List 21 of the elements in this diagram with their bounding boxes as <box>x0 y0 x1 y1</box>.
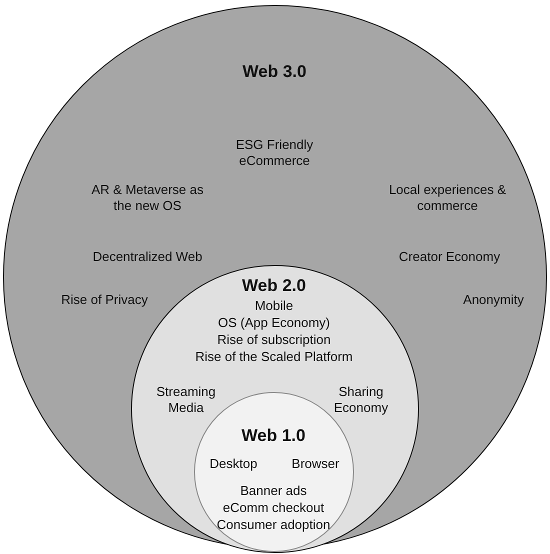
circle-label: Anonymity <box>463 292 524 308</box>
circle-label: ESG Friendly eCommerce <box>234 136 314 168</box>
circle-label: Banner ads <box>240 482 307 498</box>
circle-label: Streaming Media <box>155 384 217 416</box>
circle-label: AR & Metaverse as the new OS <box>90 182 204 214</box>
circle-label: Desktop <box>210 456 258 472</box>
circle-label: Rise of subscription <box>217 332 331 348</box>
circle-label: Sharing Economy <box>332 384 390 416</box>
circle-label: Mobile <box>254 298 294 314</box>
circle-label: eComm checkout <box>222 500 324 516</box>
circle-heading: Web 3.0 <box>242 62 306 82</box>
circle-label: Local experiences & commerce <box>388 182 508 214</box>
circle-label: Consumer adoption <box>216 516 330 532</box>
circle-label: OS (App Economy) <box>218 315 330 331</box>
circle-label: Creator Economy <box>398 248 500 264</box>
circle-label: Rise of Privacy <box>61 292 148 308</box>
circle-heading: Web 2.0 <box>242 276 306 296</box>
circle-label: Rise of the Scaled Platform <box>195 349 353 365</box>
circle-label: Decentralized Web <box>92 248 202 264</box>
circle-label: Browser <box>292 456 340 472</box>
circle-heading: Web 1.0 <box>242 426 306 446</box>
